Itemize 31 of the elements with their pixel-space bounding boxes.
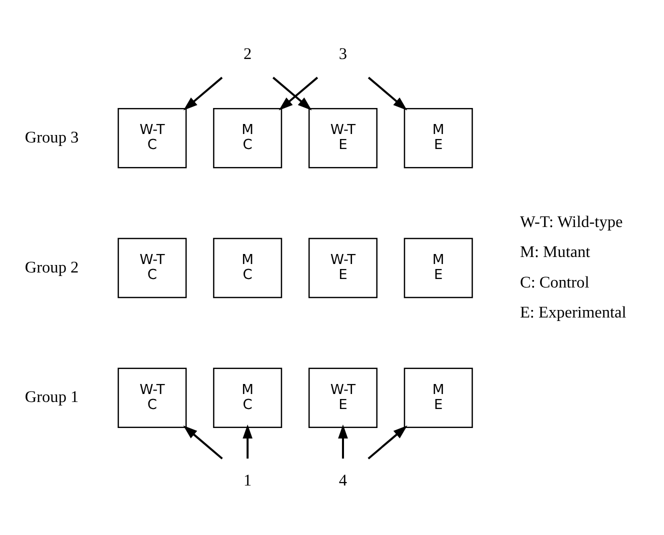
arrow: [272, 76, 312, 110]
node-box: M C: [213, 367, 282, 428]
node-text: 1: [244, 470, 252, 490]
label: Group 3: [24, 126, 79, 146]
node-box: M C: [213, 107, 282, 168]
node-box: W-T C: [118, 367, 187, 428]
arrow: [278, 76, 318, 110]
arrow: [338, 424, 348, 458]
label: Group 1: [24, 386, 79, 406]
label: E: Experimental: [520, 302, 626, 321]
label: W-T: Wild-type: [520, 212, 623, 231]
node-box: M E: [404, 367, 473, 428]
arrow: [242, 424, 253, 458]
arrow: [368, 425, 408, 459]
node-box: M C: [213, 237, 282, 298]
label: M: Mutant: [520, 242, 590, 261]
node-text: 2: [244, 43, 252, 62]
node-box: M E: [404, 107, 473, 168]
node-box: M E: [404, 237, 473, 298]
node-text: 3: [338, 43, 348, 62]
arrow: [368, 76, 408, 110]
node-box: W-T E: [308, 107, 378, 168]
node-text: 4: [338, 470, 348, 490]
node-box: W-T E: [308, 367, 378, 428]
node-box: W-T E: [308, 237, 378, 298]
label: C: Control: [520, 272, 590, 291]
label: Group 2: [24, 256, 79, 276]
arrow: [183, 76, 223, 110]
node-box: W-T C: [118, 237, 187, 298]
node-box: W-T C: [118, 107, 187, 168]
arrow: [183, 425, 223, 459]
